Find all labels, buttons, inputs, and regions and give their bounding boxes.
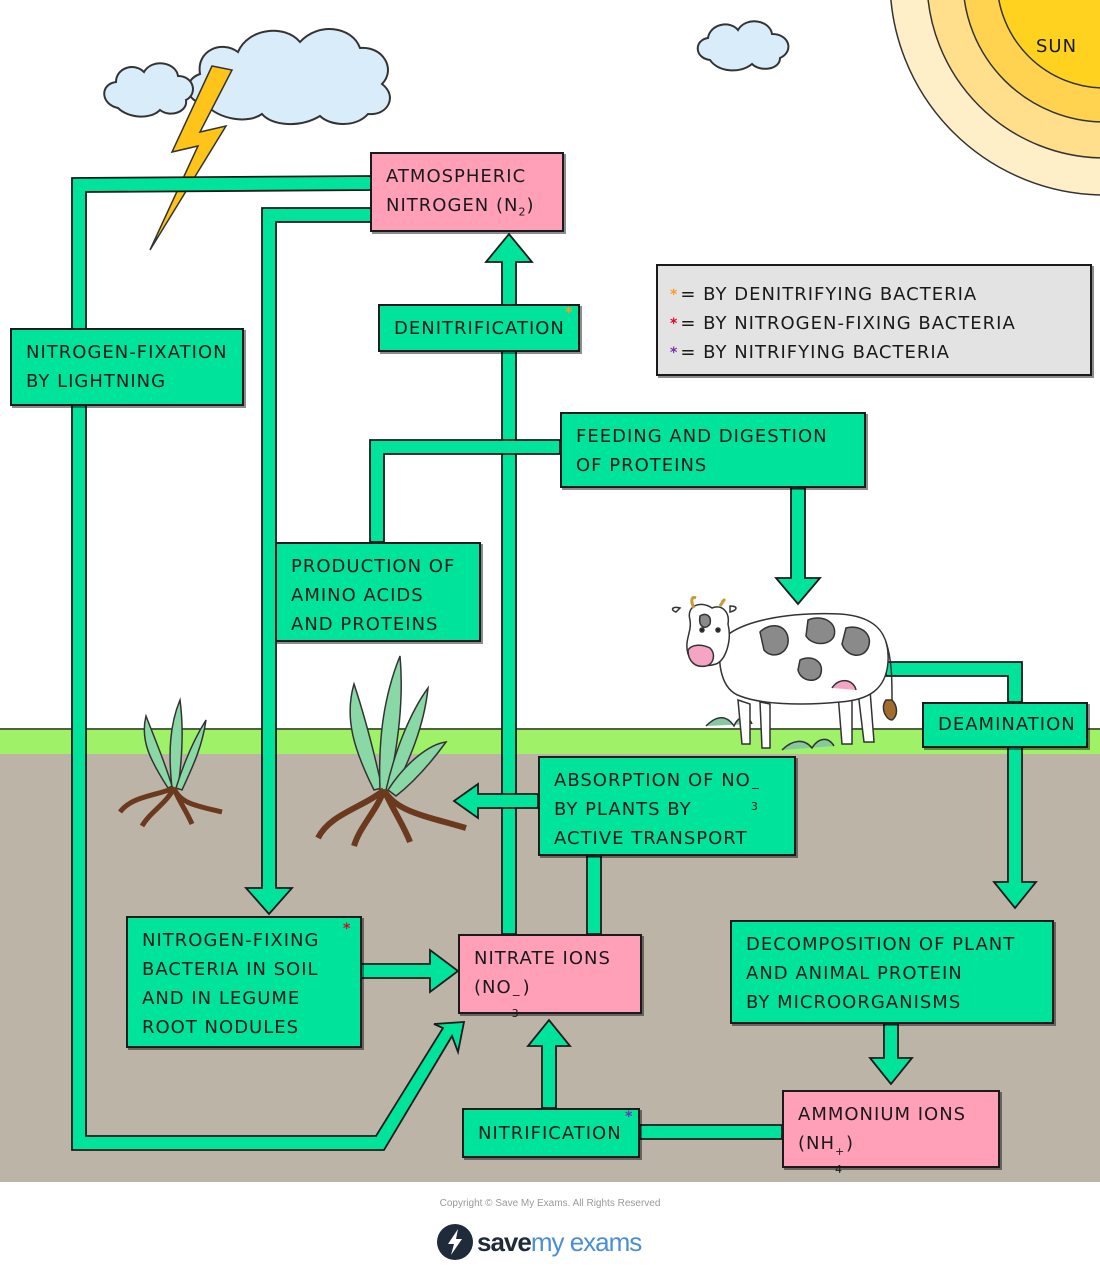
arrow-fixing-to-nitrate bbox=[359, 948, 460, 994]
fixing-bacteria-line1: NITROGEN-FIXING bbox=[142, 930, 320, 951]
fixing-bacteria-line3: AND IN LEGUME bbox=[142, 988, 301, 1009]
legend-row-nitrogen-fixing: *= BY NITROGEN-FIXING BACTERIA bbox=[670, 309, 1078, 338]
fixing-bacteria-line4: ROOT NODULES bbox=[142, 1017, 300, 1038]
large-plant-icon bbox=[315, 655, 467, 847]
ammonium-line1: AMMONIUM IONS bbox=[798, 1104, 967, 1125]
grass-strip bbox=[0, 728, 1100, 754]
footer-band bbox=[0, 1182, 1100, 1274]
decomposition-box: DECOMPOSITION OF PLANT AND ANIMAL PROTEI… bbox=[730, 920, 1054, 1024]
legend-text-nitrifying: = BY NITRIFYING BACTERIA bbox=[680, 342, 950, 363]
atmospheric-nitrogen-line2: NITROGEN (N2) bbox=[386, 195, 535, 219]
legend-text-denitrifying: = BY DENITRIFYING BACTERIA bbox=[680, 284, 978, 305]
absorption-line2: BY PLANTS BY bbox=[554, 799, 692, 820]
nitrogen-fixation-lightning-box: NITROGEN-FIXATION BY LIGHTNING bbox=[10, 328, 244, 406]
brand-save-text: save bbox=[477, 1226, 532, 1257]
deamination-box: DEAMINATION bbox=[922, 702, 1088, 748]
brand-rest-text: my exams bbox=[530, 1226, 642, 1257]
nitrate-line2: (NO−3) bbox=[474, 977, 531, 1020]
legend-row-denitrifying: *= BY DENITRIFYING BACTERIA bbox=[670, 280, 1078, 309]
arrow-decomposition-to-ammonium bbox=[868, 1023, 914, 1086]
sun-label: SUN bbox=[1036, 36, 1078, 57]
arrow-nitrification-up bbox=[526, 1018, 572, 1109]
orange-star-marker: * bbox=[670, 287, 679, 303]
production-amino-acids-box: PRODUCTION OF AMINO ACIDS AND PROTEINS bbox=[275, 542, 481, 642]
feeding-line1: FEEDING AND DIGESTION bbox=[576, 426, 828, 447]
atmospheric-nitrogen-box: ATMOSPHERIC NITROGEN (N2) bbox=[370, 152, 564, 232]
feeding-digestion-box: FEEDING AND DIGESTION OF PROTEINS bbox=[560, 412, 866, 488]
cloud-icon bbox=[103, 20, 790, 126]
fixation-lightning-line2: BY LIGHTNING bbox=[26, 371, 167, 392]
legend-text-nitrogen-fixing: = BY NITROGEN-FIXING BACTERIA bbox=[680, 313, 1016, 334]
fixing-bacteria-red-star: * bbox=[343, 921, 351, 937]
arrow-ammonium-link bbox=[639, 1124, 783, 1140]
arrow-feeding-to-cow bbox=[774, 487, 822, 606]
purple-star-marker: * bbox=[670, 345, 679, 361]
ammonium-line2: (NH+4) bbox=[798, 1133, 855, 1176]
feeding-line2: OF PROTEINS bbox=[576, 455, 708, 476]
absorption-line1: ABSORPTION OF NO−3 bbox=[554, 770, 762, 813]
nitrate-ions-box: NITRATE IONS (NO−3) bbox=[458, 934, 642, 1020]
fixing-bacteria-line2: BACTERIA IN SOIL bbox=[142, 959, 319, 980]
absorption-box: ABSORPTION OF NO−3 BY PLANTS BY ACTIVE T… bbox=[538, 756, 796, 856]
copyright-notice: Copyright © Save My Exams. All Rights Re… bbox=[439, 1198, 661, 1209]
denitrification-orange-star: * bbox=[565, 305, 573, 321]
decomposition-line3: BY MICROORGANISMS bbox=[746, 992, 962, 1013]
nitrate-line1: NITRATE IONS bbox=[474, 948, 611, 969]
fixation-lightning-line1: NITROGEN-FIXATION bbox=[26, 342, 228, 363]
nitrification-label: NITRIFICATION bbox=[478, 1123, 622, 1144]
atmospheric-nitrogen-line1: ATMOSPHERIC bbox=[386, 166, 527, 187]
denitrification-label: DENITRIFICATION bbox=[394, 318, 565, 339]
cow-illustration bbox=[671, 596, 898, 751]
legend-box: *= BY DENITRIFYING BACTERIA *= BY NITROG… bbox=[656, 264, 1092, 376]
nitrification-box: NITRIFICATION bbox=[462, 1108, 640, 1158]
ammonium-ions-box: AMMONIUM IONS (NH+4) bbox=[782, 1090, 1000, 1176]
lightning-logo-icon bbox=[437, 1224, 473, 1260]
sun-icon bbox=[890, 0, 1100, 196]
production-line3: AND PROTEINS bbox=[291, 614, 439, 635]
absorption-line3: ACTIVE TRANSPORT bbox=[554, 828, 748, 849]
legend-row-nitrifying: *= BY NITRIFYING BACTERIA bbox=[670, 338, 1078, 367]
denitrification-box: DENITRIFICATION bbox=[378, 304, 580, 352]
nitrification-purple-star: * bbox=[625, 1109, 633, 1125]
small-plant-icon bbox=[118, 697, 223, 828]
arrow-cow-to-deamination bbox=[885, 661, 1023, 703]
red-star-marker: * bbox=[670, 316, 679, 332]
production-line1: PRODUCTION OF bbox=[291, 556, 456, 577]
nitrogen-fixing-bacteria-box: NITROGEN-FIXING BACTERIA IN SOIL AND IN … bbox=[126, 916, 362, 1048]
production-line2: AMINO ACIDS bbox=[291, 585, 424, 606]
arrow-deamination-to-decomposition bbox=[992, 745, 1038, 910]
arrow-lightning-loop bbox=[71, 175, 466, 1151]
arrow-production-to-feeding bbox=[369, 439, 561, 543]
arrow-nitrate-to-absorption bbox=[586, 855, 602, 935]
arrow-absorption-to-plant bbox=[452, 782, 539, 820]
arrow-denitrification bbox=[484, 232, 534, 935]
deamination-label: DEAMINATION bbox=[938, 714, 1076, 735]
decomposition-line1: DECOMPOSITION OF PLANT bbox=[746, 934, 1016, 955]
decomposition-line2: AND ANIMAL PROTEIN bbox=[746, 963, 963, 984]
